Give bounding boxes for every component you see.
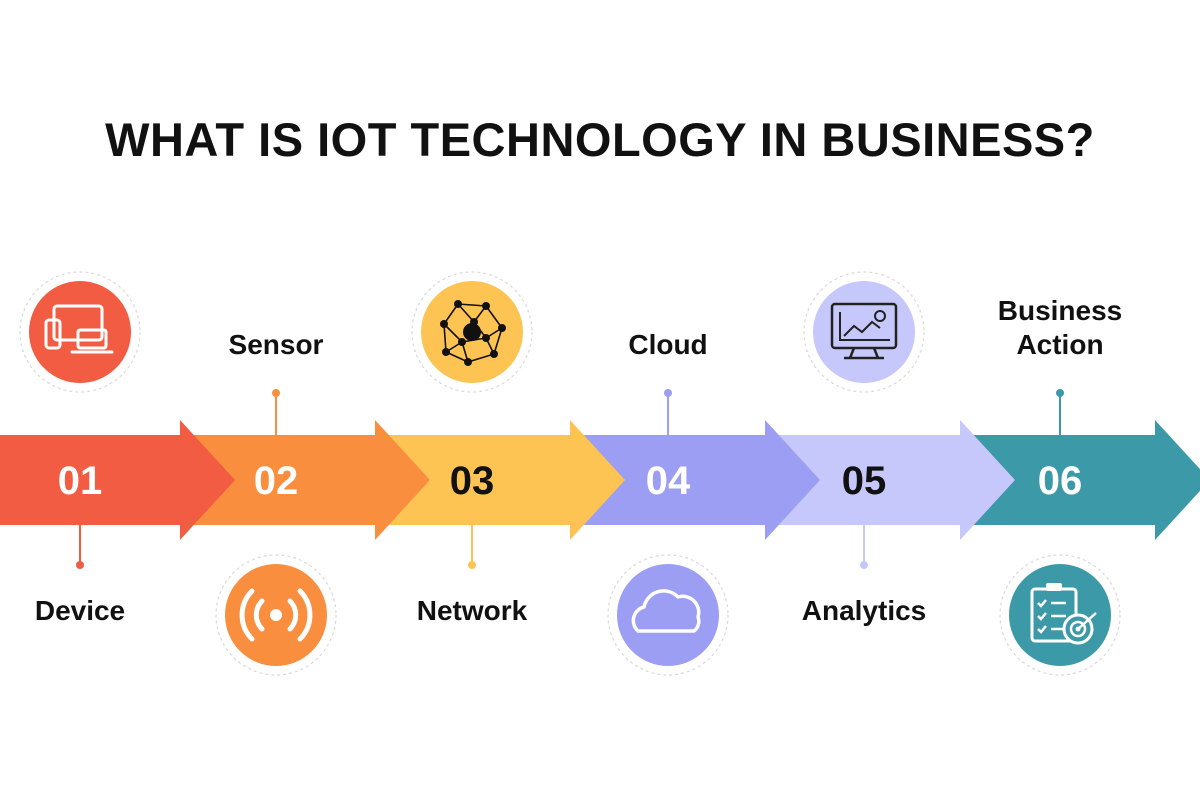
step-04: 04 Cloud (607, 329, 729, 676)
step-label: Network (417, 595, 528, 626)
network-nodes-icon (411, 271, 533, 393)
connector-dot (860, 561, 868, 569)
page-title: WHAT IS IOT TECHNOLOGY IN BUSINESS? (105, 113, 1095, 166)
step-02: 02 Sensor (215, 329, 337, 676)
step-number: 04 (646, 459, 691, 503)
step-label: Action (1016, 329, 1103, 360)
connector-dot (468, 561, 476, 569)
step-label: Cloud (628, 329, 707, 360)
connector-dot (272, 389, 280, 397)
step-label: Sensor (229, 329, 324, 360)
connector-dot (1056, 389, 1064, 397)
devices-icon (19, 271, 141, 393)
step-number: 05 (842, 459, 887, 503)
step-number: 01 (58, 459, 103, 503)
analytics-monitor-icon (803, 271, 925, 393)
signal-broadcast-icon (215, 554, 337, 676)
step-number: 02 (254, 459, 299, 503)
arrow-segment-03 (375, 420, 625, 540)
step-label: Analytics (802, 595, 927, 626)
connector-dot (664, 389, 672, 397)
step-label: Business (998, 295, 1123, 326)
step-number: 06 (1038, 459, 1083, 503)
step-number: 03 (450, 459, 495, 503)
arrow-segment-06 (960, 420, 1200, 540)
cloud-icon (607, 554, 729, 676)
arrow-segment-02 (180, 420, 430, 540)
arrow-band (0, 420, 1200, 540)
arrow-segment-05 (765, 420, 1015, 540)
arrow-segment-01 (0, 420, 235, 540)
arrow-segment-04 (570, 420, 820, 540)
step-label: Device (35, 595, 125, 626)
checklist-target-icon (999, 554, 1121, 676)
connector-dot (76, 561, 84, 569)
